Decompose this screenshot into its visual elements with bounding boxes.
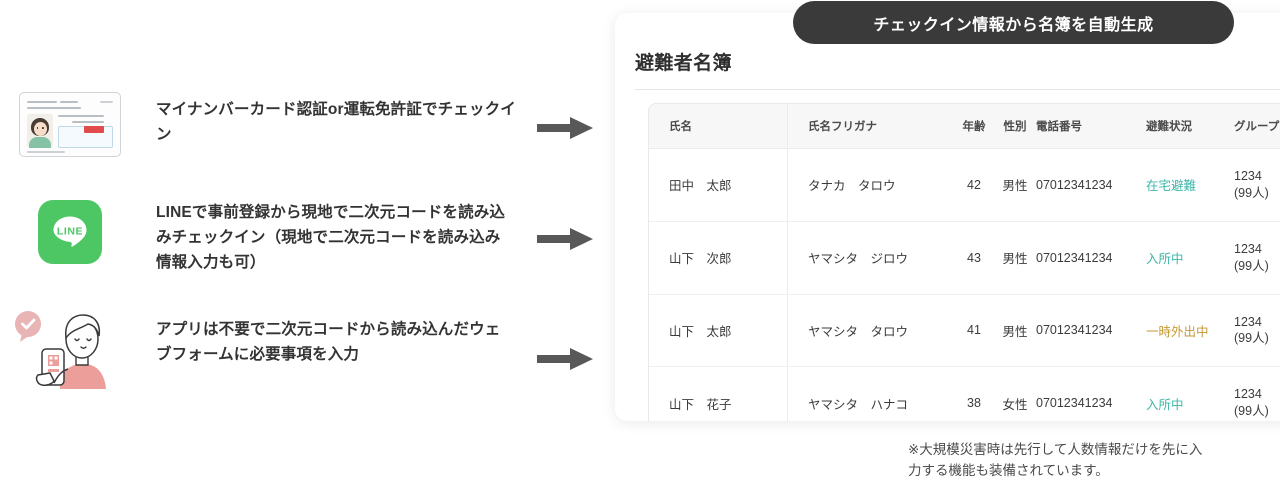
title-divider [635, 89, 1280, 90]
cell-status: 入所中 [1140, 221, 1234, 295]
cell-name: 山下 花子 [669, 397, 732, 412]
footnote-text: ※大規模災害時は先行して人数情報だけを先に入力する機能も装備されています。 [908, 442, 1203, 478]
table-header: 氏名 氏名フリガナ 年齢 性別 電話番号 避難状況 グループID 代表者 [649, 104, 1280, 149]
column-header-evac-status[interactable]: 避難状況 [1140, 104, 1234, 149]
checkin-methods-list: マイナンバーカード認証or運転免許証でチェックイン LINE LINEで事前登録… [0, 0, 612, 489]
arrow-right-icon [537, 117, 593, 139]
line-app-logo-icon: LINE [14, 200, 126, 264]
arrow-right-icon [537, 228, 593, 250]
evacuee-table: 氏名 氏名フリガナ 年齢 性別 電話番号 避難状況 グループID 代表者 田中 … [649, 104, 1280, 421]
group-count-value: (99人) [1234, 185, 1269, 200]
status-badge: 入所中 [1146, 397, 1184, 412]
table-row[interactable]: 山下 次郎 ヤマシタ ジロウ 43 男性 07012341234 入所中 123… [649, 221, 1280, 295]
evacuee-roster-panel: 避難者名簿 氏名 氏名フリガナ 年齢 性別 電話番号 避難状況 グループID 代… [615, 13, 1280, 421]
svg-text:LINE: LINE [57, 226, 83, 238]
group-id-value: 1234 [1234, 387, 1262, 402]
table-header-row: 氏名 氏名フリガナ 年齢 性別 電話番号 避難状況 グループID 代表者 [649, 104, 1280, 149]
group-count-value: (99人) [1234, 331, 1269, 346]
cell-group-id: 1234 (99人) [1234, 294, 1280, 368]
table-body: 田中 太郎 タナカ タロウ 42 男性 07012341234 在宅避難 123… [649, 148, 1280, 421]
checkin-method-label: マイナンバーカード認証or運転免許証でチェックイン [156, 101, 516, 144]
checkin-method-label: LINEで事前登録から現地で二次元コードを読み込みチェックイン（現地で二次元コー… [156, 204, 506, 272]
arrow-right-icon [537, 348, 593, 370]
panel-title: 避難者名簿 [635, 53, 732, 74]
status-badge: 一時外出中 [1146, 324, 1209, 339]
checkin-method-line: LINE LINEで事前登録から現地で二次元コードを読み込みチェックイン（現地で… [14, 200, 516, 275]
table-row[interactable]: 山下 太郎 ヤマシタ タロウ 41 男性 07012341234 一時外出中 1… [649, 294, 1280, 368]
cell-name: 山下 太郎 [649, 294, 788, 368]
cell-age: 43 [954, 221, 994, 295]
checkin-method-mynumber: マイナンバーカード認証or運転免許証でチェックイン [14, 92, 516, 157]
column-header-name[interactable]: 氏名 [649, 104, 788, 149]
cell-phone: 07012341234 [1036, 221, 1140, 295]
group-count-value: (99人) [1234, 258, 1269, 273]
cell-age: 38 [967, 396, 981, 411]
group-id-value: 1234 [1234, 314, 1262, 329]
cell-age: 41 [954, 294, 994, 368]
auto-generate-badge: チェックイン情報から名簿を自動生成 [793, 1, 1234, 44]
cell-kana: ヤマシタ タロウ [787, 294, 954, 368]
status-badge: 在宅避難 [1146, 179, 1197, 194]
status-badge: 入所中 [1146, 252, 1184, 267]
cell-group-id: 1234 (99人) [1234, 221, 1280, 295]
column-header-gender[interactable]: 性別 [994, 104, 1036, 149]
cell-phone: 07012341234 [1036, 148, 1140, 222]
checkin-method-webform: アプリは不要で二次元コードから読み込んだウェブフォームに必要事項を入力 [8, 305, 516, 389]
cell-status: 在宅避難 [1140, 148, 1234, 222]
cell-group-id: 1234 (99人) [1234, 148, 1280, 222]
cell-group-id: 1234 (99人) [1234, 367, 1280, 421]
group-id-value: 1234 [1234, 169, 1262, 183]
cell-status: 一時外出中 [1140, 294, 1234, 368]
cell-status: 入所中 [1140, 367, 1234, 421]
cell-gender: 男性 [994, 294, 1036, 368]
evacuee-table-wrapper: 氏名 氏名フリガナ 年齢 性別 電話番号 避難状況 グループID 代表者 田中 … [648, 103, 1280, 421]
column-header-name-kana[interactable]: 氏名フリガナ [787, 104, 954, 149]
column-header-group-id[interactable]: グループID [1234, 104, 1280, 149]
cell-kana: タナカ タロウ [787, 148, 954, 222]
cell-phone: 07012341234 [1036, 294, 1140, 368]
group-count-value: (99人) [1234, 404, 1269, 419]
table-row[interactable]: 山下 花子 ヤマシタ ハナコ 38 女性 07012341234 入所中 123… [649, 366, 1280, 421]
cell-name: 山下 次郎 [649, 221, 788, 295]
column-header-phone[interactable]: 電話番号 [1036, 104, 1140, 149]
cell-kana: ヤマシタ ジロウ [787, 221, 954, 295]
column-header-age[interactable]: 年齢 [954, 104, 994, 149]
cell-gender: 男性 [994, 221, 1036, 295]
mynumber-card-illustration [14, 92, 126, 157]
person-with-smartphone-illustration [8, 305, 120, 389]
checkin-method-label: アプリは不要で二次元コードから読み込んだウェブフォームに必要事項を入力 [156, 321, 501, 364]
cell-phone: 07012341234 [1036, 396, 1113, 411]
table-row[interactable]: 田中 太郎 タナカ タロウ 42 男性 07012341234 在宅避難 123… [649, 148, 1280, 222]
cell-kana: ヤマシタ ハナコ [787, 366, 954, 421]
cell-age: 42 [954, 148, 994, 222]
cell-gender: 男性 [994, 148, 1036, 222]
cell-name: 田中 太郎 [649, 148, 788, 222]
group-id-value: 1234 [1234, 241, 1262, 256]
cell-gender: 女性 [1002, 397, 1028, 412]
